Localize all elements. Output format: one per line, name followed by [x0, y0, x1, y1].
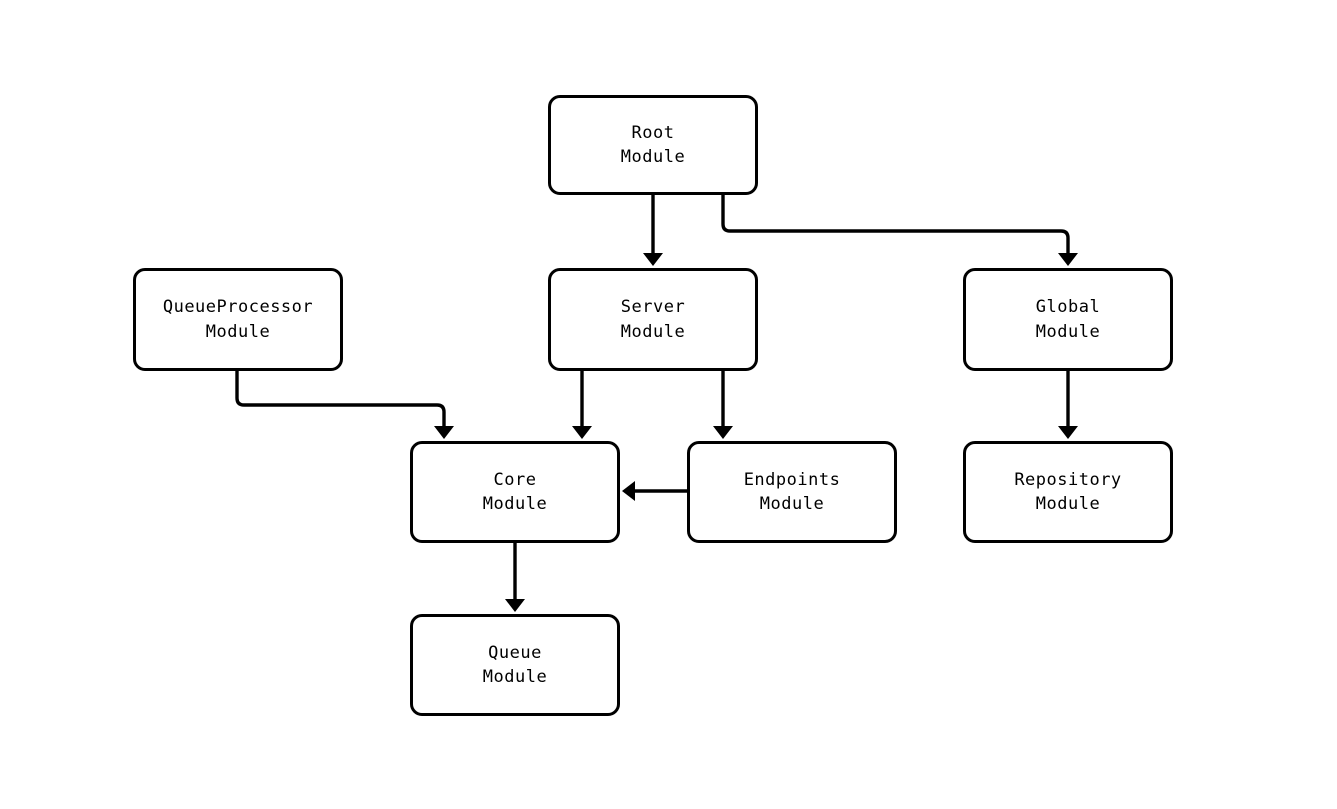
queue-module-line1: Queue	[488, 642, 542, 663]
edge-core-to-queue-arrowhead	[505, 599, 525, 612]
global-module-line1: Global	[1035, 297, 1101, 318]
root-module-line2: Module	[620, 147, 686, 167]
edge-endpoints-to-core	[622, 481, 687, 501]
global-module-line2: Module	[1035, 321, 1101, 342]
edge-server-to-core	[572, 371, 592, 439]
edge-root-to-server	[643, 195, 663, 266]
queueprocessor-module-line1: QueueProcessor	[162, 297, 314, 318]
repository-module-line1: Repository	[1014, 469, 1122, 490]
edge-server-to-endpoints	[713, 371, 733, 439]
edge-queueprocessor-to-core	[235, 371, 454, 439]
edge-core-to-queue	[505, 543, 525, 612]
edge-root-to-global	[721, 195, 1078, 266]
edge-server-to-endpoints-arrowhead	[713, 426, 733, 439]
endpoints-module-line1: Endpoints	[743, 469, 841, 490]
edge-global-to-repository-arrowhead	[1058, 426, 1078, 439]
queueprocessor-module-line2: Module	[205, 321, 271, 342]
server-module-line1: Server	[620, 297, 686, 318]
edge-root-to-global-arrowhead	[1058, 253, 1078, 266]
edge-server-to-core-arrowhead	[572, 426, 592, 439]
server-module-line2: Module	[620, 321, 686, 342]
repository-module-line2: Module	[1035, 494, 1101, 514]
edge-queueprocessor-to-core-arrowhead	[434, 426, 454, 439]
queue-module-line2: Module	[482, 667, 548, 687]
core-module-line2: Module	[482, 494, 548, 514]
core-module-line1: Core	[493, 469, 537, 490]
edge-global-to-repository	[1058, 371, 1078, 439]
endpoints-module-line2: Module	[759, 494, 825, 514]
root-module-line1: Root	[631, 122, 675, 143]
edge-root-to-server-arrowhead	[643, 253, 663, 266]
edge-endpoints-to-core-arrowhead	[622, 481, 635, 501]
